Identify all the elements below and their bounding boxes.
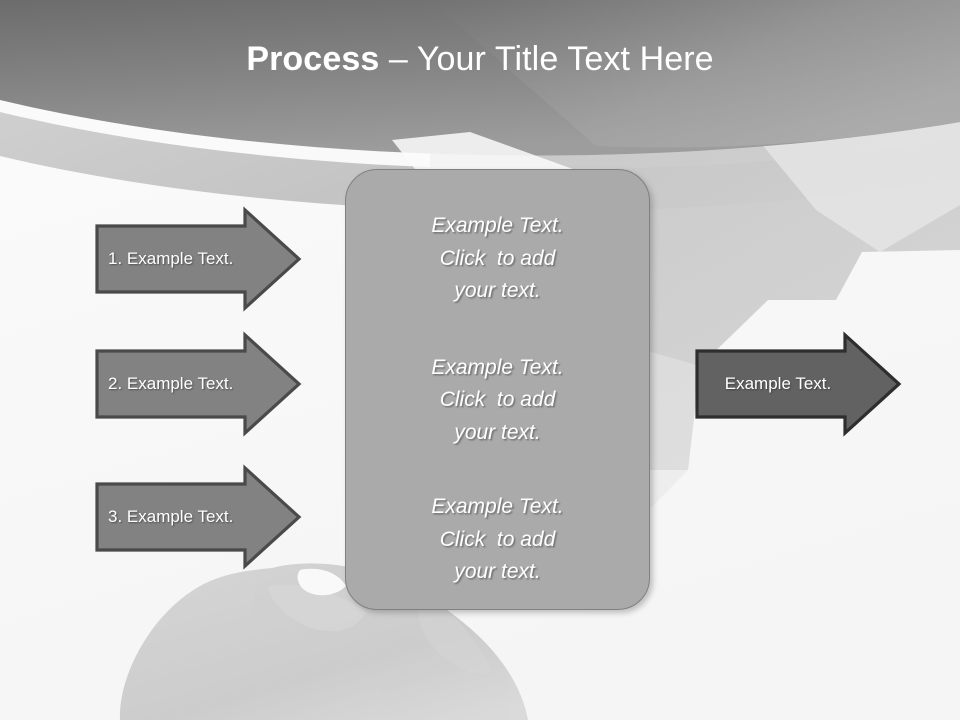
panel-block-2-line-3: your text. <box>454 420 541 444</box>
step-arrow-3[interactable]: 3. Example Text. <box>90 463 306 571</box>
panel-block-1-line-3: your text. <box>454 279 541 303</box>
decor-light-wedge <box>742 112 960 252</box>
step-arrow-2[interactable]: 2. Example Text. <box>90 330 306 438</box>
output-arrow-label: Example Text. <box>724 374 832 393</box>
panel-text-block-3: Example Text. Click to add your text. <box>346 491 649 589</box>
panel-block-3-line-2: Click to add <box>439 527 556 551</box>
output-arrow-shape <box>695 331 902 437</box>
step-arrow-3-label: 3. Example Text. <box>108 507 234 526</box>
step-arrow-1-shape <box>95 206 302 312</box>
center-content-panel[interactable]: Example Text. Click to add your text. Ex… <box>345 169 650 610</box>
panel-text-block-2: Example Text. Click to add your text. <box>346 352 649 450</box>
panel-text-block-1: Example Text. Click to add your text. <box>346 210 649 308</box>
step-arrow-3-shape <box>95 464 302 570</box>
output-arrow[interactable]: Example Text. <box>690 330 906 438</box>
panel-block-2-line-2: Click to add <box>439 388 556 412</box>
header-sheen <box>430 0 960 148</box>
panel-block-1-line-1: Example Text. <box>431 214 564 237</box>
panel-block-1-line-2: Click to add <box>439 246 556 270</box>
step-arrow-2-shape <box>95 331 302 437</box>
step-arrow-2-label: 2. Example Text. <box>108 374 234 393</box>
panel-block-2-line-1: Example Text. <box>431 355 564 379</box>
panel-block-3-line-1: Example Text. <box>431 495 564 519</box>
step-arrow-1-label: 1. Example Text. <box>108 249 234 268</box>
step-arrow-1[interactable]: 1. Example Text. <box>90 205 306 313</box>
panel-block-3-line-3: your text. <box>454 560 541 584</box>
